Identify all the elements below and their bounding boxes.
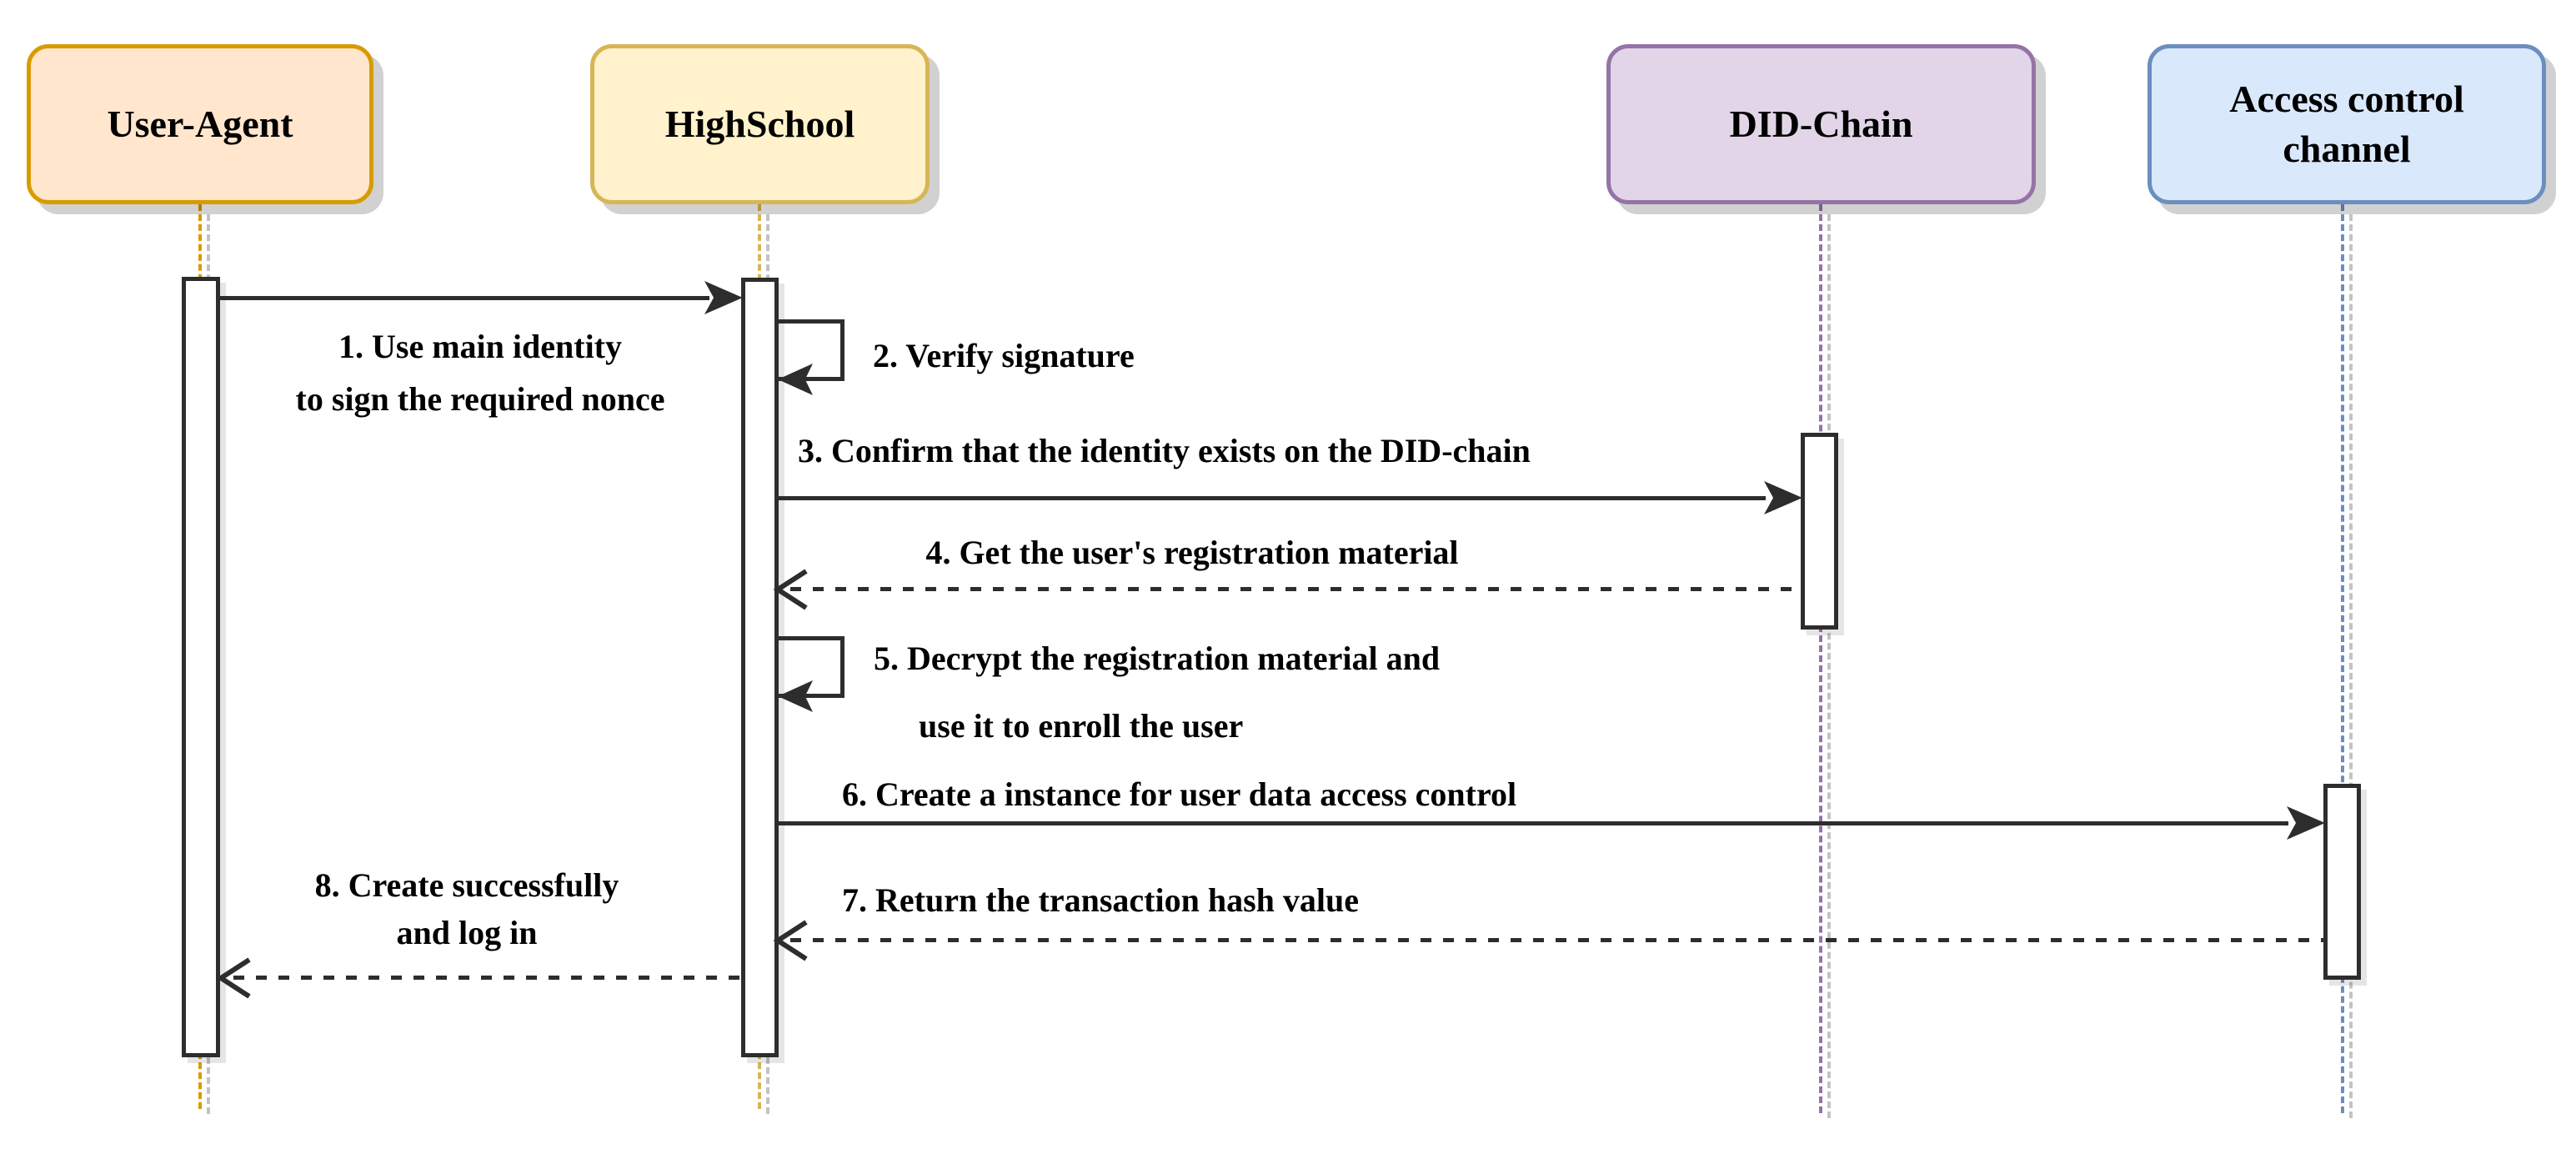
lifeline-access-control-channel-line — [2341, 204, 2344, 1113]
activation-did-chain — [1801, 433, 1838, 630]
message-5-self-loop — [778, 636, 844, 698]
activation-user-agent — [182, 277, 220, 1057]
actor-label-access-control-channel: Access control channel — [2229, 74, 2463, 174]
message-7-open-arrowhead-icon — [773, 920, 808, 961]
message-6-label-line1: 6. Create a instance for user data acces… — [842, 775, 1517, 813]
actor-label-access-control-line1: Access control — [2229, 78, 2464, 121]
message-8-line — [233, 976, 741, 980]
actor-box-user-agent: User-Agent — [27, 44, 373, 204]
lifeline-did-chain-shadow — [1827, 214, 1831, 1118]
activation-highschool — [741, 278, 779, 1057]
lifeline-access-control-channel-shadow — [2349, 214, 2353, 1118]
message-7-label-line1: 7. Return the transaction hash value — [842, 881, 1360, 919]
message-2-label-line1: 2. Verify signature — [873, 337, 1135, 374]
message-4-line — [790, 587, 1801, 591]
message-8-label-line1: 8. Create successfully — [314, 866, 619, 904]
actor-box-did-chain: DID-Chain — [1606, 44, 2036, 204]
message-3-arrowhead-icon — [1764, 481, 1802, 514]
message-2-self-loop — [778, 319, 844, 381]
message-4-open-arrowhead-icon — [773, 569, 808, 610]
message-6-line — [778, 821, 2288, 825]
activation-access-control-channel — [2323, 784, 2361, 980]
lifeline-did-chain — [1819, 204, 1836, 1118]
message-7-line — [790, 938, 2323, 942]
message-5-label-line2: use it to enroll the user — [919, 707, 1244, 745]
actor-label-did-chain: DID-Chain — [1729, 103, 1913, 146]
message-1-label-line2: to sign the required nonce — [295, 380, 665, 418]
message-8-label-line2: and log in — [396, 914, 538, 951]
message-1-label-line1: 1. Use main identity — [338, 328, 622, 365]
message-1-arrowhead-icon — [704, 281, 743, 314]
actor-box-highschool: HighSchool — [590, 44, 930, 204]
message-8-open-arrowhead-icon — [216, 957, 251, 999]
actor-label-user-agent: User-Agent — [107, 103, 293, 146]
message-1-line — [219, 296, 709, 300]
message-3-label-line1: 3. Confirm that the identity exists on t… — [798, 432, 1531, 469]
message-6-arrowhead-icon — [2287, 806, 2325, 840]
message-4-label-line1: 4. Get the user's registration material — [925, 534, 1459, 571]
message-3-line — [778, 496, 1766, 500]
actor-label-access-control-line2: channel — [2283, 128, 2411, 170]
message-5-label-line1: 5. Decrypt the registration material and — [874, 640, 1441, 677]
lifeline-access-control-channel — [2341, 204, 2358, 1118]
lifeline-did-chain-line — [1819, 204, 1822, 1113]
actor-box-access-control-channel: Access control channel — [2148, 44, 2546, 204]
actor-label-highschool: HighSchool — [664, 103, 855, 146]
